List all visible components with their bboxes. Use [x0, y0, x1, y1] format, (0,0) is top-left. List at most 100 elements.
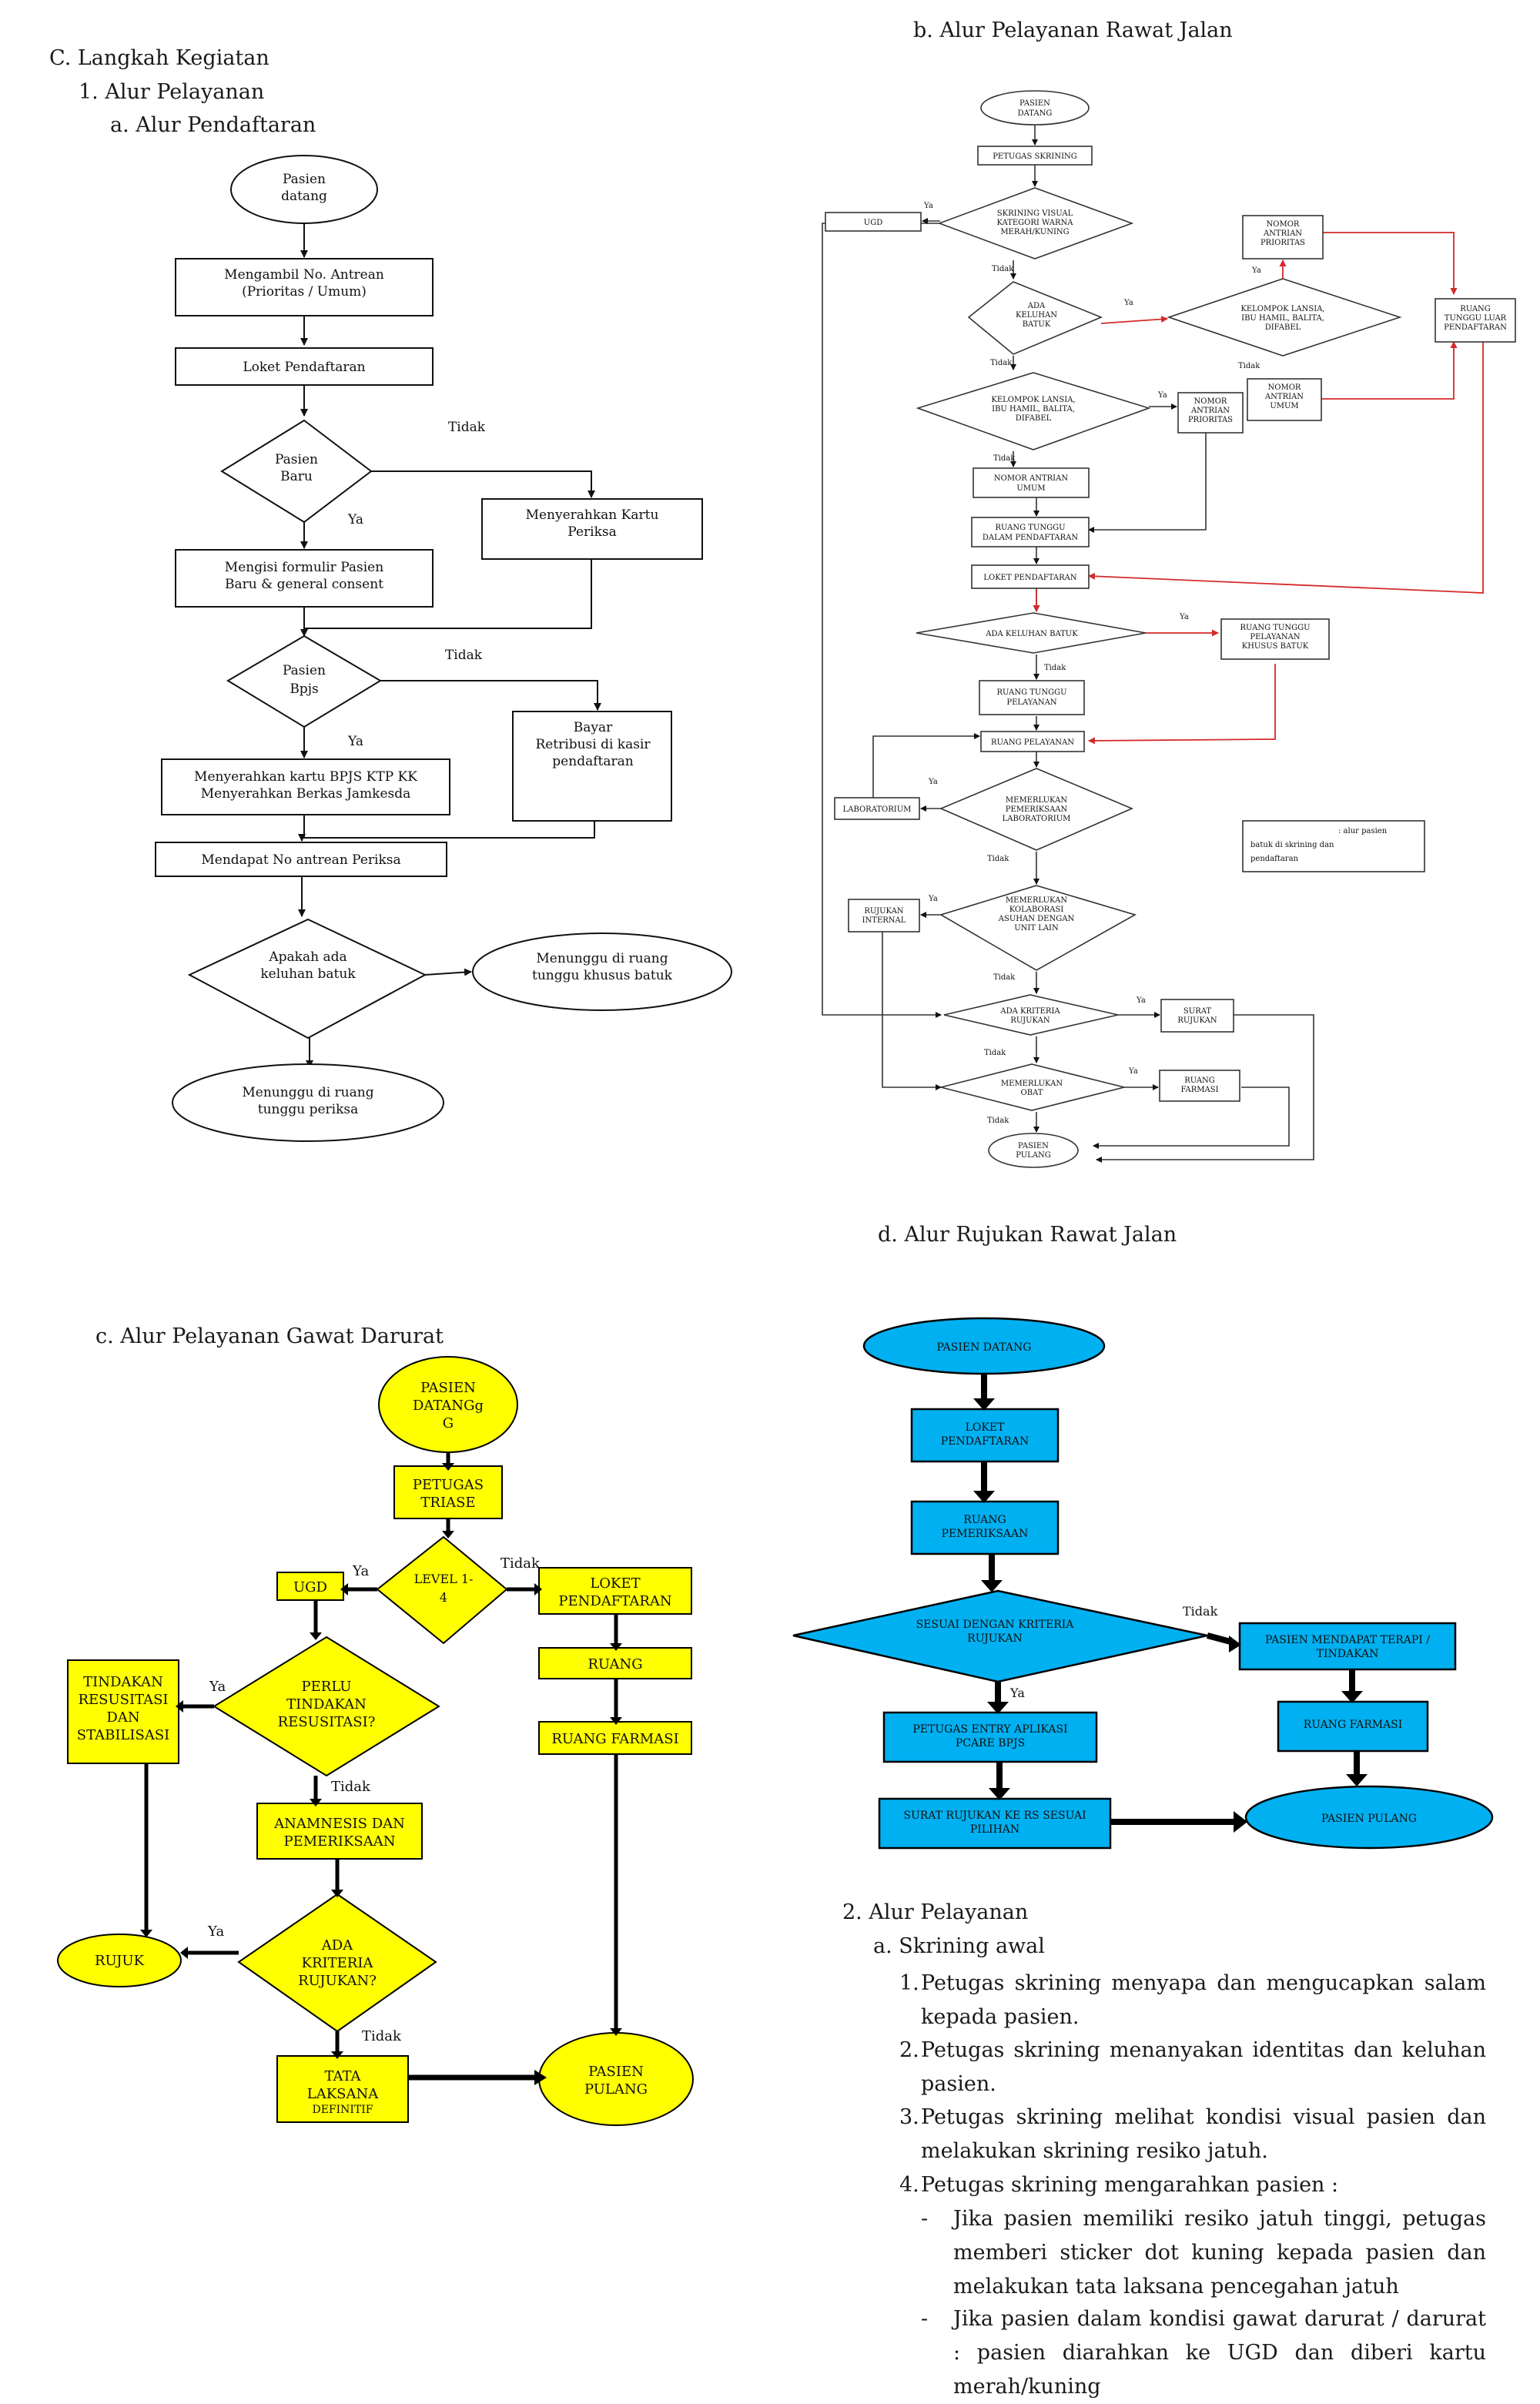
node-text: DALAM PENDAFTARAN: [983, 534, 1079, 542]
node-text: PULANG: [1016, 1151, 1051, 1160]
node-text: NOMOR ANTRIAN: [994, 474, 1068, 483]
decision-diamond: [967, 281, 1103, 355]
node-text: PASIEN: [420, 1380, 476, 1396]
node-text: BATUK: [1023, 320, 1051, 329]
node-text: Bpjs: [290, 681, 318, 697]
label-tidak: Tidak: [1238, 362, 1260, 370]
node-text: KHUSUS BATUK: [1242, 642, 1309, 651]
list-item: Petugas skrining mengarahkan pasien :: [921, 2173, 1339, 2197]
node-text: PASIEN: [588, 2064, 644, 2080]
decision-diamond: [940, 1063, 1125, 1111]
flowchart-alur-pendaftaran: Pasien datang Mengambil No. Antrean (Pri…: [155, 155, 732, 1142]
node-text: Pasien: [283, 172, 326, 187]
node-text: MEMERLUKAN: [1006, 896, 1067, 905]
end-node: [988, 1133, 1079, 1168]
list-item-number: 4.: [899, 2173, 919, 2197]
node-text: UMUM: [1270, 402, 1298, 410]
node-text: PEMERIKSAAN: [942, 1528, 1029, 1540]
node-text: STABILISASI: [77, 1727, 170, 1743]
process-box: [155, 842, 447, 877]
process-box: [848, 899, 920, 932]
node-text: UMUM: [1016, 484, 1045, 493]
node-text: PASIEN: [1018, 1142, 1049, 1150]
process-box: [175, 347, 434, 386]
label-ya: Ya: [1123, 299, 1133, 307]
label-ya: Ya: [1128, 1067, 1138, 1076]
node-text: Apakah ada: [268, 949, 346, 965]
process-box: [161, 758, 450, 815]
process-box: [538, 1721, 692, 1755]
label-ya: Ya: [1009, 1686, 1025, 1700]
node-text: Mengambil No. Antrean: [224, 267, 384, 283]
node-text: RUANG TUNGGU: [995, 524, 1065, 532]
node-text: KELOMPOK LANSIA,: [991, 396, 1075, 404]
label-ya: Ya: [347, 734, 363, 749]
node-text: LABORATORIUM: [843, 805, 912, 814]
node-text: Periksa: [567, 524, 616, 540]
process-box: [481, 498, 703, 560]
node-text: ANTRIAN: [1190, 407, 1230, 415]
node-text: G: [443, 1415, 454, 1431]
list-item-number: 3.: [899, 2105, 919, 2129]
label-tidak: Tidak: [993, 973, 1016, 982]
label-ya: Ya: [352, 1563, 369, 1579]
process-box: [910, 1500, 1060, 1555]
end-node: [172, 1063, 444, 1142]
process-box: [980, 731, 1085, 752]
decision-diamond: [220, 419, 373, 524]
decision-diamond: [939, 885, 1137, 971]
node-text: PRIORITAS: [1188, 416, 1233, 424]
node-text: Mengisi formulir Pasien: [225, 560, 383, 575]
decision-diamond: [937, 187, 1134, 259]
label-tidak: Tidak: [984, 1049, 1006, 1057]
process-box: [1247, 378, 1322, 421]
label-ya: Ya: [209, 1679, 226, 1695]
process-box: [1160, 999, 1234, 1033]
node-text: tunggu periksa: [258, 1102, 359, 1117]
node-text: IBU HAMIL, BALITA,: [992, 405, 1075, 414]
node-text: PASIEN: [1019, 99, 1050, 108]
heading-alur-gawat-darurat: c. Alur Pelayanan Gawat Darurat: [95, 1324, 444, 1348]
node-text: ANTRIAN: [1263, 229, 1302, 238]
node-text: FARMASI: [1180, 1086, 1218, 1094]
label-tidak: Tidak: [992, 265, 1014, 273]
decision-diamond: [187, 918, 427, 1040]
node-text: Retribusi di kasir: [535, 737, 651, 752]
process-box: [979, 680, 1085, 715]
node-text: RUJUKAN: [864, 907, 903, 916]
process-box: [973, 467, 1090, 498]
node-text: ANTRIAN: [1264, 393, 1304, 401]
sub-list-item: Jika pasien memiliki resiko jatuh tinggi…: [953, 2207, 1486, 2299]
node-text: PEMERIKSAAN: [1006, 805, 1068, 814]
node-text: MERAH/KUNING: [1000, 228, 1069, 236]
node-text: Baru: [280, 469, 313, 484]
node-text: keluhan batuk: [260, 966, 356, 982]
node-text: DAN: [106, 1709, 139, 1726]
node-text: TUNGGU LUAR: [1445, 314, 1507, 323]
process-box: [256, 1803, 423, 1860]
label-ya: Ya: [928, 895, 938, 903]
node-text: PERLU: [302, 1679, 352, 1695]
sub-item-dash: -: [921, 2207, 929, 2231]
decision-diamond: [226, 634, 382, 728]
node-text: ADA KRITERIA: [999, 1007, 1060, 1016]
label-tidak: Tidak: [445, 648, 483, 663]
decision-diamond: [916, 372, 1151, 450]
node-text: SURAT RUJUKAN KE RS SESUAI: [903, 1810, 1086, 1822]
node-text: PELAYANAN: [1250, 633, 1301, 641]
node-text: TATA: [324, 2068, 361, 2084]
node-text: Baru & general consent: [225, 577, 383, 592]
node-text: SURAT: [1183, 1007, 1211, 1016]
node-text: MEMERLUKAN: [1006, 796, 1067, 805]
decision-diamond: [943, 994, 1119, 1036]
node-text: LOKET: [966, 1421, 1005, 1434]
node-text: UGD: [293, 1579, 327, 1595]
node-text: PENDAFTARAN: [941, 1435, 1029, 1448]
node-text: TRIASE: [420, 1495, 475, 1511]
node-text: Menyerahkan kartu BPJS KTP KK: [194, 769, 417, 785]
legend-box: [1242, 820, 1425, 872]
node-text: LEVEL 1-: [414, 1572, 474, 1586]
node-text: RUANG PELAYANAN: [991, 738, 1074, 747]
node-text: RUANG: [963, 1514, 1006, 1526]
node-text: DIFABEL: [1016, 414, 1052, 423]
